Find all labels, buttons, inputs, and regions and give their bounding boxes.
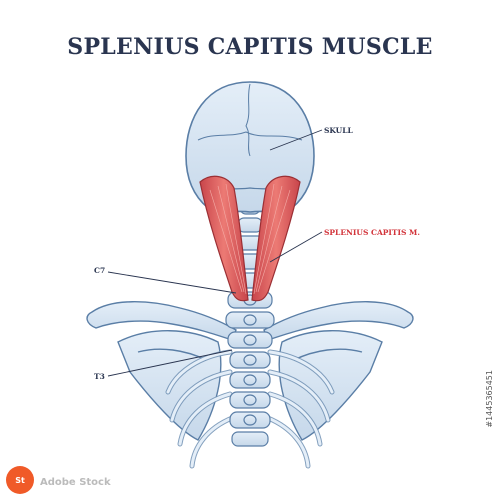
leader-lines — [107, 129, 323, 377]
page-title: SPLENIUS CAPITIS MUSCLE — [67, 34, 433, 60]
splenius-capitis-muscle — [199, 175, 301, 302]
label-t3: T3 — [94, 372, 105, 381]
clavicle-right — [263, 301, 414, 341]
stock-id: #1445365451 — [485, 370, 494, 428]
adobe-stock-logo-icon: St — [6, 466, 34, 494]
watermark-text: Adobe Stock — [40, 477, 111, 488]
label-c7: C7 — [94, 266, 105, 275]
label-skull: SKULL — [324, 126, 353, 135]
clavicle-left — [86, 301, 237, 341]
label-splenius-capitis: SPLENIUS CAPITIS M. — [324, 228, 420, 237]
